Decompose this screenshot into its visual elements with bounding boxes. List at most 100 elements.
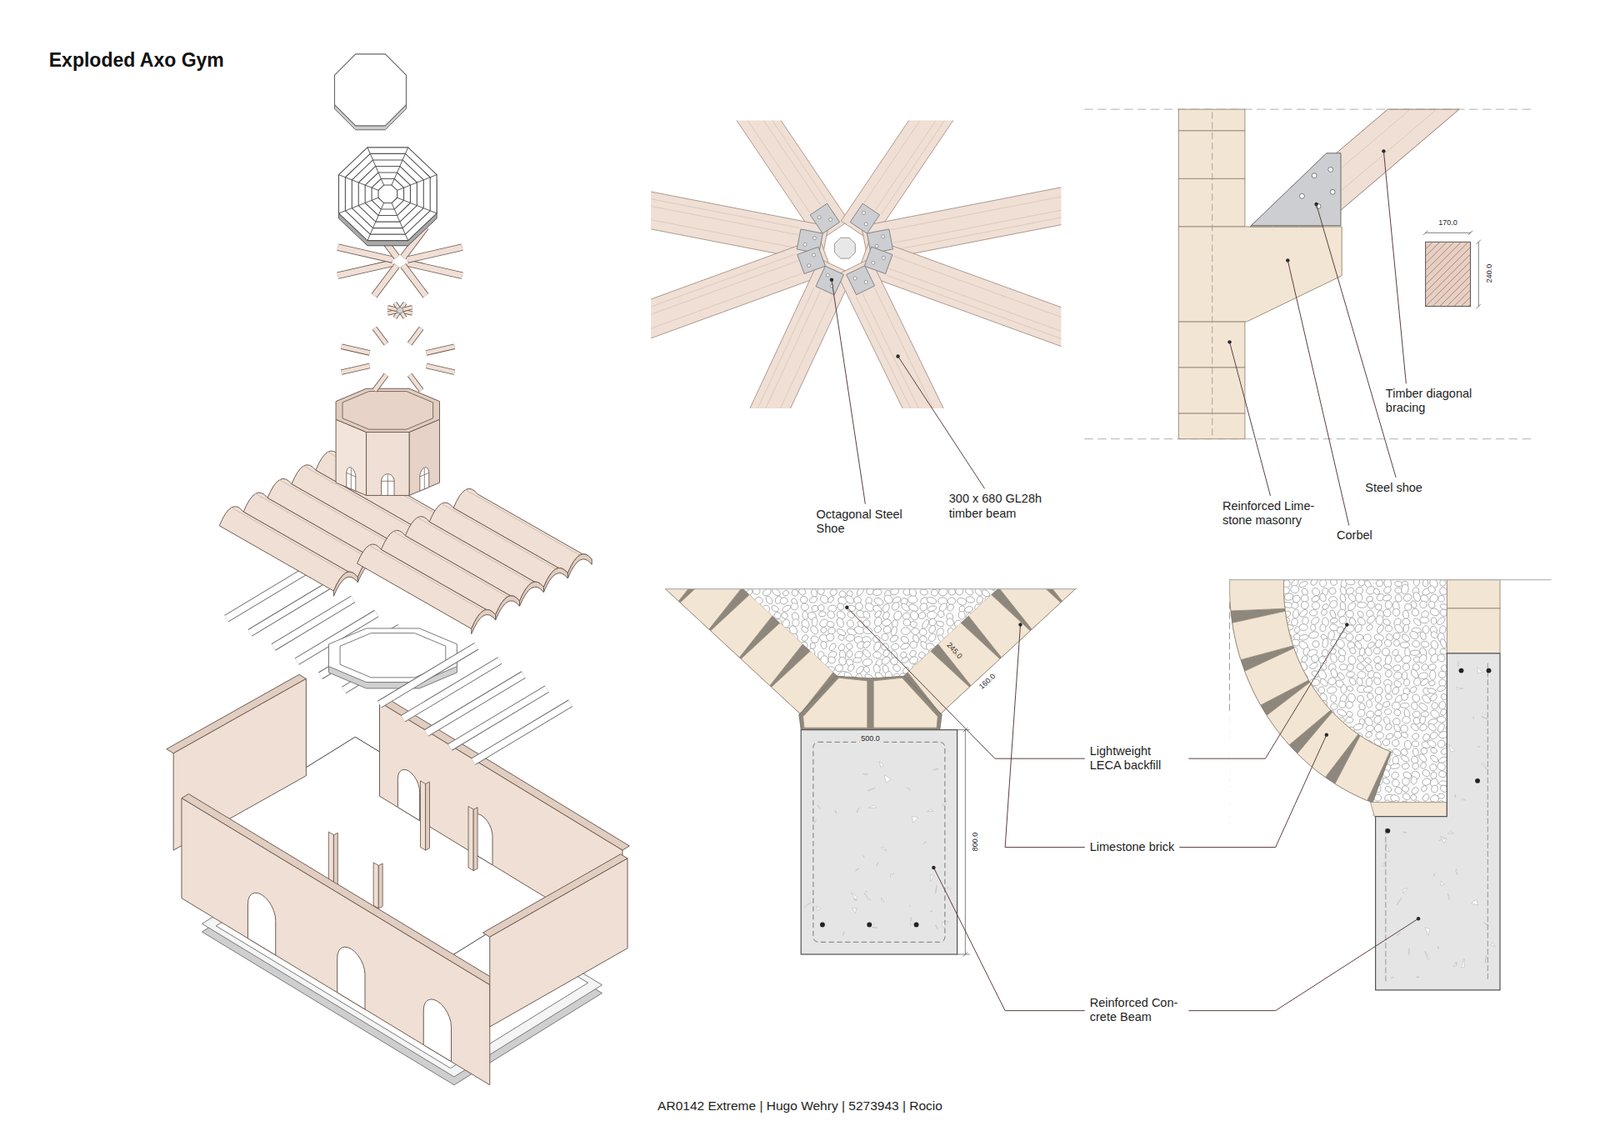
bolt-hole — [825, 273, 830, 277]
leca-pebble — [1310, 586, 1321, 598]
leca-pebble — [1435, 652, 1446, 664]
leca-pebble — [668, 589, 680, 600]
leca-ground — [673, 589, 1072, 685]
leca-pebble — [992, 608, 1003, 620]
bolt-hole — [812, 253, 816, 257]
leca-pebble — [700, 656, 709, 666]
leca-pebble — [825, 609, 836, 620]
leca-pebble — [676, 589, 689, 598]
leca-pebble — [672, 595, 681, 605]
leca-pebble — [1019, 595, 1025, 605]
leca-pebble — [975, 665, 985, 675]
leca-pebble — [1010, 596, 1020, 606]
leca-pebble — [1003, 632, 1013, 642]
leca-pebble — [816, 663, 828, 675]
sheet-caption: AR0142 Extreme | Hugo Wehry | 5273943 | … — [0, 1098, 1600, 1114]
leca-pebble — [1394, 785, 1404, 795]
leca-pebble — [719, 663, 728, 671]
callout-label: Limestone brick — [1090, 840, 1175, 855]
leca-pebble — [751, 633, 762, 642]
rebar-dot — [1459, 668, 1465, 674]
leca-pebble — [1048, 671, 1060, 683]
concrete-beam — [380, 645, 477, 705]
leca-pebble — [772, 610, 782, 620]
arch-opening — [337, 946, 365, 1010]
leca-pebble — [679, 658, 689, 667]
leca-pebble — [855, 601, 865, 611]
leca-pebble — [890, 679, 901, 691]
leca-pebble — [1364, 646, 1374, 657]
leca-pebble — [718, 659, 727, 665]
leca-pebble — [1393, 670, 1403, 680]
leca-pebble — [1046, 595, 1056, 604]
concrete-beam — [450, 689, 547, 748]
leca-pebble — [985, 612, 994, 621]
leca-pebble — [964, 589, 975, 597]
leca-pebble — [1365, 623, 1375, 632]
timber-column — [468, 805, 474, 870]
leca-pebble — [1400, 702, 1410, 708]
leca-pebble — [780, 610, 790, 620]
bolt-hole — [817, 215, 821, 220]
leca-pebble — [948, 665, 958, 674]
leca-pebble — [1384, 785, 1393, 794]
leca-pebble — [1012, 650, 1022, 660]
hatch-line — [1425, 241, 1469, 306]
leca-pebble — [715, 596, 725, 603]
steel-shoe-plate — [810, 203, 840, 234]
leca-pebble — [1000, 656, 1010, 666]
leca-pebble — [1393, 708, 1403, 717]
leca-pebble — [983, 663, 991, 672]
leca-pebble — [1047, 589, 1058, 600]
leca-pebble — [826, 595, 835, 604]
springing-clipped — [1230, 580, 1500, 999]
leca-pebble — [1400, 730, 1409, 739]
leca-pebble — [706, 597, 715, 605]
steel-hub — [834, 237, 855, 259]
leca-pebble — [1355, 707, 1367, 719]
leca-pebble — [1438, 670, 1446, 679]
leca-pebble — [726, 672, 736, 684]
bolt-hole — [864, 222, 868, 226]
concrete-aggregate — [1438, 837, 1445, 840]
leca-pebble — [1439, 638, 1448, 650]
leca-pebble — [1031, 625, 1039, 635]
leca-pebble — [1345, 662, 1355, 672]
leca-pebble — [926, 610, 937, 620]
leca-pebble — [955, 596, 968, 607]
leca-pebble — [1022, 642, 1030, 653]
callout-label: Reinforced Lime- stone masonry — [1222, 499, 1331, 529]
roof-beam-outline — [407, 247, 463, 260]
hatch-line — [1425, 241, 1427, 306]
leca-pebble — [1400, 692, 1410, 701]
limestone-brick — [1232, 610, 1294, 660]
leca-pebble — [965, 618, 973, 628]
leca-pebble — [1438, 595, 1445, 602]
leca-pebble — [1067, 618, 1075, 625]
leca-pebble — [955, 628, 962, 635]
top-line — [665, 588, 1076, 590]
leca-pebble — [753, 618, 765, 629]
leca-pebble — [1320, 608, 1329, 616]
leca-pebble — [992, 620, 1000, 629]
leca-pebble — [790, 589, 799, 597]
roof-grid-rib — [367, 147, 385, 185]
leca-pebble — [964, 605, 974, 614]
leca-pebble — [1382, 593, 1393, 602]
leca-pebble — [764, 671, 775, 682]
concrete-aggregate — [930, 874, 934, 882]
leca-pebble — [925, 595, 937, 605]
dimension-label: 245.0 — [944, 640, 965, 661]
leca-pebble — [797, 655, 807, 665]
leca-pebble — [1375, 580, 1385, 588]
leca-pebble — [698, 679, 707, 688]
leca-pebble — [1410, 668, 1420, 680]
roof-beam-outline — [403, 265, 426, 296]
leca-pebble — [1066, 642, 1075, 650]
leca-pebble — [881, 648, 890, 658]
leca-pebble — [710, 620, 718, 629]
leca-pebble — [808, 595, 819, 604]
leca-pebble — [1329, 609, 1337, 619]
leca-pebble — [1057, 650, 1065, 658]
leca-pebble — [827, 655, 836, 664]
